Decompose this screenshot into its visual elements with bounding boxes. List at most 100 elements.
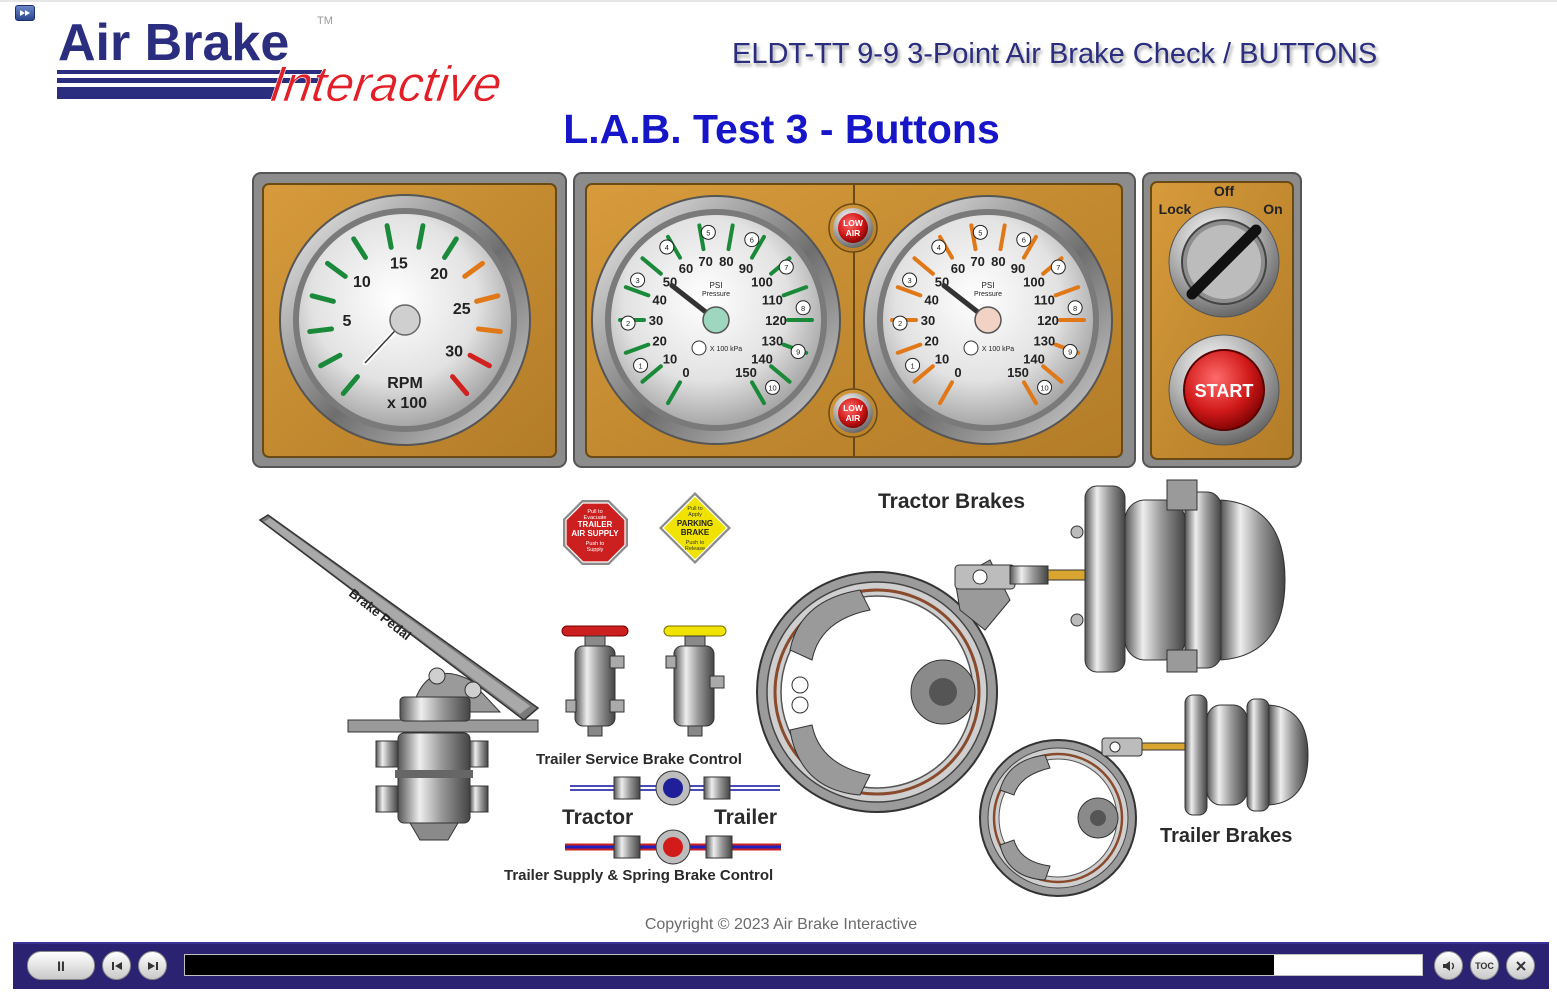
ignition-panel: Lock Off On START [1142,172,1302,468]
low-air-bottom-line1: LOW [843,403,864,413]
page-title: L.A.B. Test 3 - Buttons [563,106,1000,152]
trailer-service-brake-label: Trailer Service Brake Control [536,751,742,768]
progress-bar[interactable] [184,954,1423,976]
tach-label-x100: x 100 [387,395,427,412]
psi-tick-label: 60 [951,261,965,276]
low-air-top-line2: AIR [846,228,861,238]
psi-tick-label: 140 [1023,352,1045,367]
toc-button[interactable]: TOC [1470,951,1499,980]
kpa-tick-label: 8 [801,304,805,313]
psi-tick [1053,285,1081,298]
tach-tick-label: 10 [353,274,371,291]
low-air-warning-top: LOW AIR [828,203,878,253]
psi-tick-label: 100 [1023,274,1045,289]
tach-ticks [307,223,503,397]
kpa-tick-label: 2 [626,319,630,328]
logo-tm: TM [317,15,333,27]
tas-line5: Push to [586,541,605,547]
psi-tick [912,256,935,276]
psi-tick [1022,380,1038,406]
previous-button[interactable] [102,951,131,980]
start-button[interactable]: START [1168,334,1280,446]
kpa-tick-label: 1 [638,361,642,370]
fast-forward-icon[interactable] [15,5,35,21]
volume-icon [1442,960,1454,971]
psi-tick-label: 90 [739,261,753,276]
parking-brake-knob[interactable]: Pull to Apply PARKING BRAKE Push to Rele… [659,492,731,564]
psi-tick [1022,234,1038,260]
tach-tick [384,223,394,250]
volume-button[interactable] [1434,951,1463,980]
pause-button[interactable]: II [27,951,95,980]
trailer-supply-spring-brake-control [565,829,781,865]
trailer-supply-spring-brake-label: Trailer Supply & Spring Brake Control [504,867,774,884]
psi-tick [969,223,978,252]
psi-tick-label: 150 [735,365,757,380]
kpa-tick-label: 10 [768,383,776,392]
psi-tick [781,285,809,298]
ignition-lock-label: Lock [1159,201,1192,217]
psi-tick [1041,364,1064,384]
psi-tick [726,223,735,252]
trailer-label: Trailer [714,806,778,829]
pb-line6: Release [685,546,705,552]
kpa-tick-label: 8 [1073,304,1077,313]
tach-tick [475,326,503,335]
trailer-air-supply-knob[interactable]: Pull to Evacuate TRAILER AIR SUPPLY Push… [563,500,628,565]
psi-tick [623,342,651,355]
progress-fill [185,955,1274,975]
kpa-tick-label: 4 [937,243,941,252]
pb-line3: PARKING [677,519,713,528]
psi-tick-label: 80 [991,254,1005,269]
pb-line5: Push to [686,540,705,546]
kpa-tick-label: 1 [910,361,914,370]
kpa-tick-label: 10 [1040,383,1048,392]
kpa-tick-label: 3 [908,276,912,285]
kpa-tick-label: 3 [636,276,640,285]
psi-tick [769,364,792,384]
kpa-tick-label: 5 [706,228,710,237]
psi-tick [998,223,1007,252]
psi-tick-label: 30 [649,313,663,328]
trailer-brake-assembly [979,694,1309,897]
tas-line3: TRAILER [578,520,613,529]
psi-tick-label: 120 [765,313,787,328]
tach-tick-label: 15 [390,255,408,272]
low-air-top-line1: LOW [843,218,864,228]
kpa-tick-label: 6 [750,236,754,245]
toc-label: TOC [1475,960,1494,971]
course-title: ELDT-TT 9-9 3-Point Air Brake Check / BU… [732,38,1378,70]
tractor-brake-assembly [756,479,1286,813]
ignition-off-label: Off [1214,183,1235,199]
kpa-unit-label: X 100 kPa [982,346,1014,353]
brake-pedal[interactable]: Brake Pedal [258,514,540,841]
kpa-tick-label: 5 [978,228,982,237]
tas-line1: Pull to [587,509,602,515]
psi-tick [666,380,682,406]
tractor-brakes-label: Tractor Brakes [878,490,1026,513]
psi-tick [750,234,766,260]
next-button[interactable] [138,951,167,980]
psi-tick-label: 40 [652,292,666,307]
psi-tick-label: 0 [954,365,961,380]
ignition-key-switch[interactable] [1168,206,1280,318]
tas-line4: AIR SUPPLY [571,529,619,538]
close-button[interactable] [1506,951,1535,980]
kpa-tick-label: 9 [796,348,800,357]
psi-tick [912,364,935,384]
psi-tick-label: 130 [1034,334,1056,349]
tas-line6: Supply [587,547,604,553]
tach-label-rpm: RPM [387,375,423,392]
pressure-unit-label: Pressure [974,291,1002,298]
logo-line2: Interactive [267,56,505,112]
tach-tick [442,236,459,260]
pb-line1: Pull to [687,506,702,512]
tractor-label: Tractor [562,806,634,829]
kpa-tick-label: 7 [784,263,788,272]
psi-tick-label: 150 [1007,365,1029,380]
close-icon [1515,960,1526,971]
pressure-needle-hub [974,306,1002,334]
